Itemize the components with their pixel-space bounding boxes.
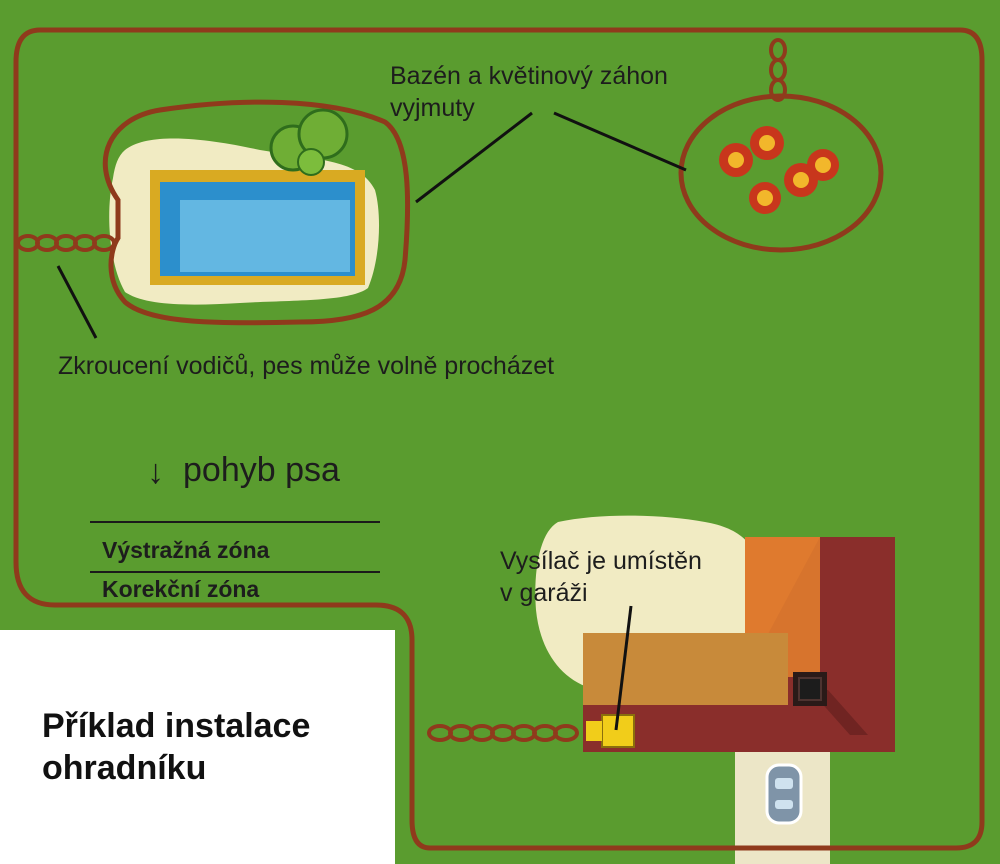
pool-exclusion-loop [102, 99, 411, 326]
caption-line1: Příklad instalace [42, 707, 311, 745]
caption-panel [0, 630, 395, 864]
flower [807, 149, 839, 181]
flower [749, 182, 781, 214]
car [765, 763, 803, 825]
flower-exclusion-loop [678, 93, 884, 253]
boundary-wire [13, 27, 985, 851]
twisted-wire-garage [427, 724, 579, 742]
down-arrow-icon: ↓ [147, 453, 164, 491]
caption: Příklad instalace ohradníku [42, 705, 310, 789]
leader-line-pool [415, 111, 533, 204]
correction-zone-label: Korekční zóna [102, 576, 260, 602]
exclusion-label-line2: vyjmuty [390, 94, 475, 122]
transmitter-label: Vysílač je umístěn v garáži [500, 545, 702, 609]
transmitter-label-line2: v garáži [500, 579, 588, 607]
flower [719, 143, 753, 177]
caption-line2: ohradníku [42, 749, 207, 787]
warning-zone-label: Výstražná zóna [102, 537, 270, 563]
exclusion-label-line1: Bazén a květinový záhon [390, 62, 668, 90]
leader-line-twist [56, 265, 98, 339]
transmitter-label-line1: Vysílač je umístěn [500, 547, 702, 575]
exclusion-label: Bazén a květinový záhon vyjmuty [390, 60, 668, 124]
transmitter-connector [586, 721, 602, 741]
leader-line-transmitter [614, 605, 633, 731]
twisted-wire-top [769, 38, 787, 102]
shrub [297, 148, 325, 176]
chimney-top [798, 677, 822, 701]
twist-label: Zkroucení vodičů, pes může volně procház… [58, 352, 555, 380]
garage-roof-tan [583, 633, 788, 705]
flower-bed [719, 126, 839, 214]
dog-motion-label: pohyb psa [183, 451, 340, 489]
twisted-wire-left [16, 234, 116, 252]
flower [750, 126, 784, 160]
leader-line-flowers [553, 111, 687, 172]
pool-water [180, 200, 350, 272]
